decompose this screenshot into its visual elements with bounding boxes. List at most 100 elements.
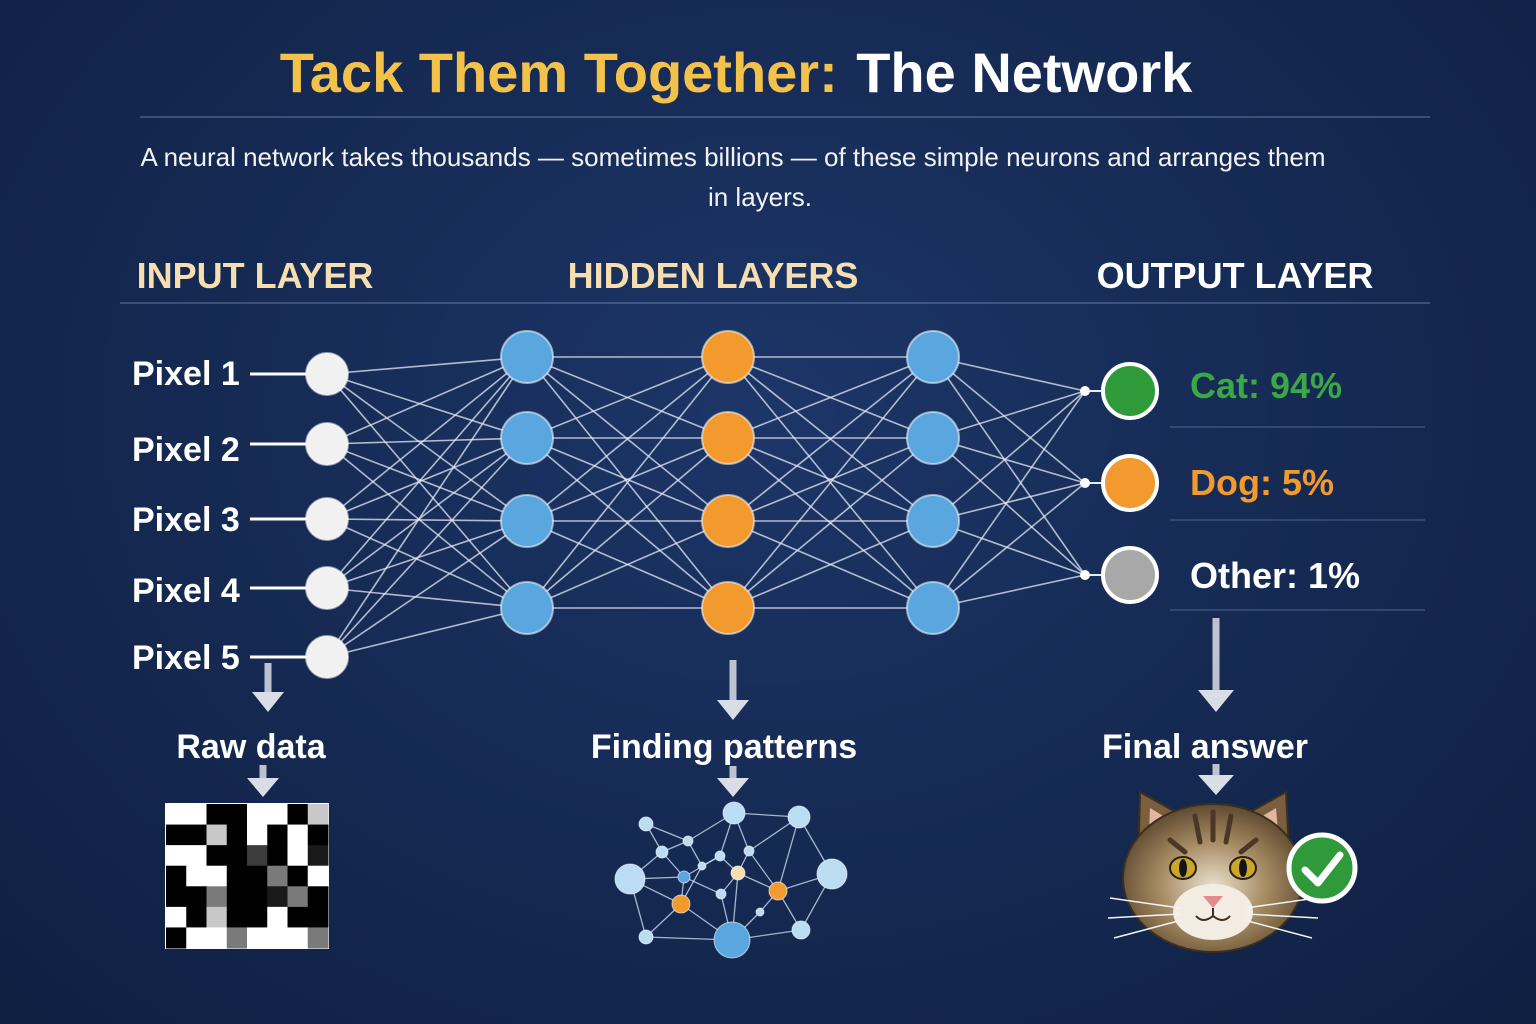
connection-hidden-b-3-to-hidden-c-1: [727, 356, 934, 522]
connection-hidden-a-4-to-hidden-b-1: [526, 356, 729, 609]
title-rest: The Network: [856, 41, 1193, 104]
hidden-c-node-4: [906, 581, 960, 635]
pixel-cell: [267, 845, 288, 867]
caption-finding-patterns: Finding patterns: [591, 728, 857, 766]
connection-input-1-to-hidden-a-2: [326, 373, 528, 439]
pixel-cell: [267, 906, 288, 928]
arrow-input-1-head: [252, 692, 284, 712]
caption-raw-data: Raw data: [176, 728, 326, 766]
pixel-cell: [186, 886, 207, 908]
pixel-cell: [287, 927, 309, 949]
input-label-pixel-5: Pixel 5: [132, 639, 240, 677]
connection-hidden-c-4-to-output-2: [932, 482, 1086, 609]
connection-input-3-to-hidden-a-1: [326, 356, 528, 520]
pixel-cell: [206, 886, 228, 908]
connection-input-1-to-hidden-a-4: [326, 373, 528, 609]
cat-pupil-right: [1239, 859, 1247, 877]
pixel-cell: [267, 824, 288, 846]
pixel-cell: [307, 804, 329, 826]
connection-input-2-to-hidden-a-2: [326, 437, 528, 445]
pattern-graph-icon: [614, 801, 848, 959]
pixel-cell: [307, 845, 329, 867]
pixel-cell: [307, 824, 329, 846]
input-label-pixel-4: Pixel 4: [132, 572, 240, 610]
subtitle-line-2: in layers.: [708, 182, 812, 212]
hidden-b-node-3: [701, 494, 755, 548]
pixel-cell: [166, 886, 187, 908]
input-layer-heading: INPUT LAYER: [137, 255, 374, 296]
input-leader-lines: [250, 372, 306, 659]
pattern-node: [713, 921, 751, 959]
connection-input-4-to-hidden-a-3: [326, 520, 528, 589]
pixel-cell: [267, 865, 288, 887]
connection-input-5-to-hidden-a-1: [326, 356, 528, 658]
pattern-node: [638, 929, 654, 945]
pattern-edge: [777, 816, 800, 892]
pixel-cell: [247, 865, 268, 887]
hidden-layers-heading: HIDDEN LAYERS: [568, 255, 859, 296]
pixel-cell: [186, 804, 207, 826]
pixel-cell: [226, 845, 248, 867]
network-connections: [326, 356, 1102, 658]
output-junction-3: [1080, 570, 1090, 580]
pixel-cell: [267, 804, 288, 826]
pixel-cell: [287, 865, 309, 887]
pixel-cell: [226, 886, 248, 908]
pixel-cell: [307, 865, 329, 887]
pixel-cell: [247, 804, 268, 826]
connection-hidden-b-4-to-hidden-c-1: [727, 356, 934, 609]
input-label-pixel-2: Pixel 2: [132, 431, 240, 469]
input-node-1: [305, 352, 349, 396]
pattern-node: [671, 894, 691, 914]
check-badge-icon: [1286, 832, 1358, 904]
connection-input-5-to-hidden-a-3: [326, 520, 528, 658]
connection-hidden-b-2-to-hidden-c-1: [727, 356, 934, 439]
pixel-cell: [186, 927, 207, 949]
subtitle-line-1: A neural network takes thousands — somet…: [140, 142, 1325, 172]
connection-input-3-to-hidden-a-4: [326, 518, 528, 609]
pixel-cell: [307, 927, 329, 949]
connection-hidden-b-4-to-hidden-c-2: [727, 437, 934, 609]
connection-input-2-to-hidden-a-1: [326, 356, 528, 445]
input-node-4: [305, 566, 349, 610]
pixel-cell: [166, 804, 187, 826]
pattern-node: [722, 801, 746, 825]
connection-hidden-c-3-to-output-1: [932, 390, 1086, 522]
pixel-cell: [206, 845, 228, 867]
arrow-output-1-head: [1198, 690, 1234, 712]
pixel-cell: [226, 906, 248, 928]
output-label-dog: Dog: 5%: [1190, 462, 1334, 503]
pattern-node: [714, 850, 726, 862]
input-label-pixel-1: Pixel 1: [132, 355, 240, 393]
connection-input-5-to-hidden-a-4: [326, 607, 528, 658]
output-label-cat: Cat: 94%: [1190, 365, 1342, 406]
pixel-cell: [206, 865, 228, 887]
connection-hidden-a-3-to-hidden-b-1: [526, 356, 729, 522]
output-label-other: Other: 1%: [1190, 555, 1360, 596]
hidden-a-node-4: [500, 581, 554, 635]
cat-nose: [1203, 896, 1223, 908]
pixel-cell: [287, 804, 309, 826]
pixel-cell: [226, 927, 248, 949]
pixel-cell: [247, 886, 268, 908]
pixel-cell: [247, 845, 268, 867]
pattern-node: [755, 907, 765, 917]
hidden-c-node-3: [906, 494, 960, 548]
hidden-a-node-2: [500, 411, 554, 465]
pattern-node: [677, 870, 691, 884]
pixel-cell: [206, 906, 228, 928]
pixel-cell: [186, 865, 207, 887]
pattern-node: [638, 816, 654, 832]
pixel-cell: [287, 886, 309, 908]
pixel-cell: [247, 927, 268, 949]
pixel-cell: [166, 845, 187, 867]
arrow-hidden-2-head: [717, 778, 749, 797]
cat-face-icon: [1107, 790, 1319, 953]
arrow-input-2-head: [247, 778, 279, 797]
cat-stripes: [1167, 809, 1259, 855]
check-mark: [1301, 851, 1344, 887]
hidden-a-node-1: [500, 330, 554, 384]
page-title: Tack Them Together: The Network: [280, 41, 1193, 104]
pixel-cell: [267, 886, 288, 908]
input-labels: Pixel 1 Pixel 2 Pixel 3 Pixel 4 Pixel 5: [132, 355, 240, 677]
